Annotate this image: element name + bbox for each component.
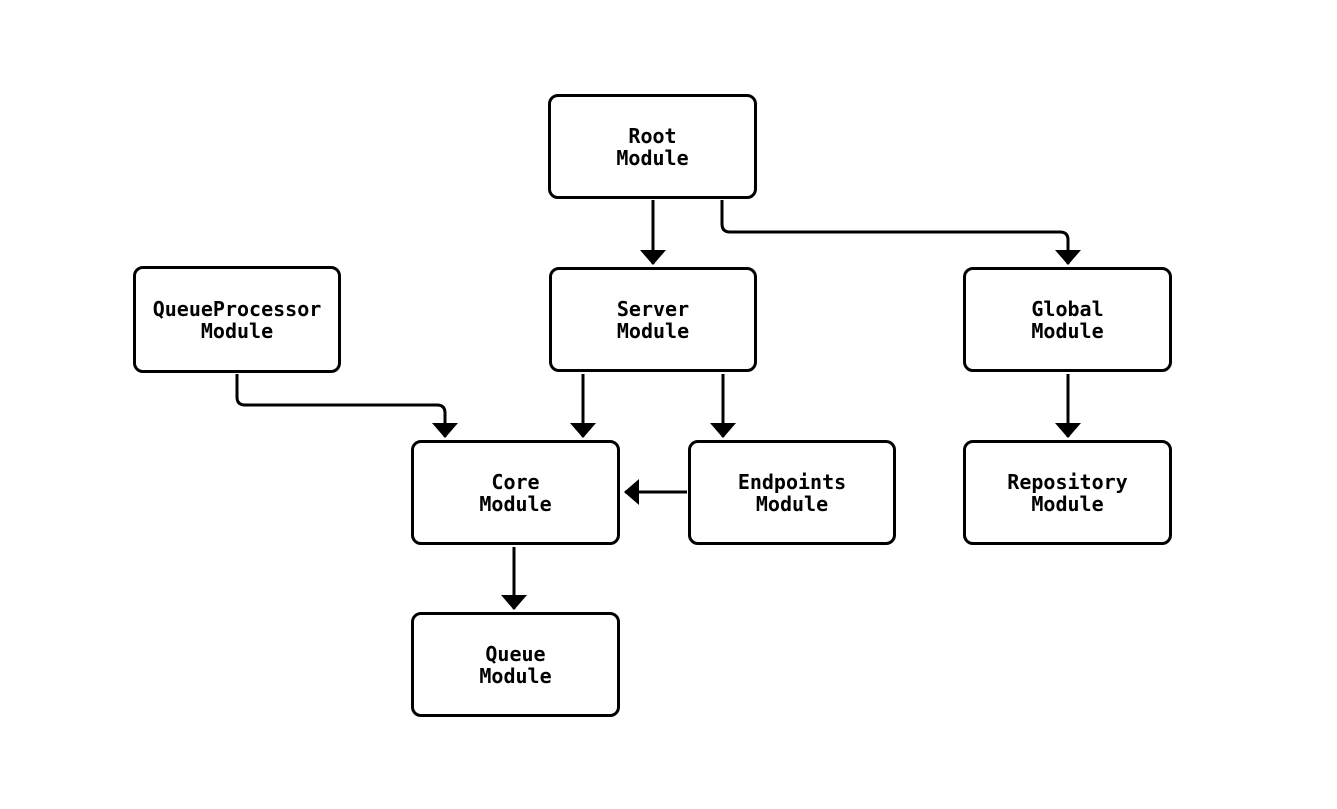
node-repository-module: Repository Module [963, 440, 1172, 545]
node-server-module-label: Server Module [616, 296, 690, 343]
edge-queueprocessor-to-core [235, 374, 458, 438]
node-root-module-label: Root Module [616, 123, 689, 170]
node-endpoints-module-label: Endpoints Module [737, 469, 847, 516]
node-global-module: Global Module [963, 267, 1172, 372]
edge-root-to-global [720, 200, 1081, 265]
node-queue-module-label: Queue Module [479, 641, 552, 688]
node-endpoints-module: Endpoints Module [688, 440, 896, 545]
node-queueprocessor-module: QueueProcessor Module [133, 266, 341, 373]
node-core-module: Core Module [411, 440, 620, 545]
node-global-module-label: Global Module [1031, 296, 1104, 343]
node-queue-module: Queue Module [411, 612, 620, 717]
node-server-module: Server Module [549, 267, 757, 372]
node-queueprocessor-module-label: QueueProcessor Module [152, 296, 322, 343]
node-repository-module-label: Repository Module [1007, 469, 1128, 516]
node-core-module-label: Core Module [479, 469, 552, 516]
node-root-module: Root Module [548, 94, 757, 199]
